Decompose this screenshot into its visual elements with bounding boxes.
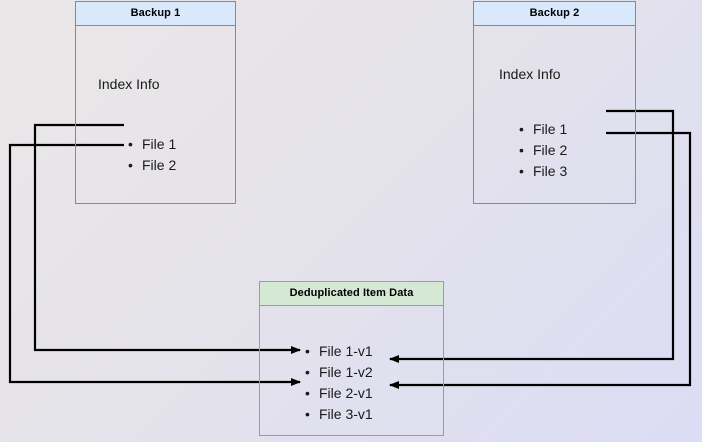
dedup-body: File 1-v1 File 1-v2 File 2-v1 File 3-v1 <box>260 306 443 435</box>
backup2-header: Backup 2 <box>474 2 635 26</box>
dedup-item-list: File 1-v1 File 1-v2 File 2-v1 File 3-v1 <box>305 341 373 425</box>
backup2-file-item[interactable]: File 1 <box>519 119 567 140</box>
backup2-index-label: Index Info <box>499 66 561 82</box>
backup1-node[interactable]: Backup 1 Index Info File 1 File 2 <box>75 1 236 204</box>
backup1-file-item[interactable]: File 1 <box>128 134 176 155</box>
dedup-header: Deduplicated Item Data <box>260 282 443 306</box>
backup1-file-item[interactable]: File 2 <box>128 155 176 176</box>
backup2-body: Index Info File 1 File 2 File 3 <box>474 26 635 203</box>
backup1-file-list: File 1 File 2 <box>128 134 176 176</box>
backup2-file-item[interactable]: File 2 <box>519 140 567 161</box>
backup1-index-label: Index Info <box>98 76 160 92</box>
dedup-item[interactable]: File 1-v2 <box>305 362 373 383</box>
dedup-item[interactable]: File 3-v1 <box>305 404 373 425</box>
backup2-node[interactable]: Backup 2 Index Info File 1 File 2 File 3 <box>473 1 636 204</box>
backup2-file-item[interactable]: File 3 <box>519 161 567 182</box>
backup1-body: Index Info File 1 File 2 <box>76 26 235 203</box>
dedup-item[interactable]: File 2-v1 <box>305 383 373 404</box>
backup1-header: Backup 1 <box>76 2 235 26</box>
dedup-item[interactable]: File 1-v1 <box>305 341 373 362</box>
backup2-file-list: File 1 File 2 File 3 <box>519 119 567 182</box>
dedup-node[interactable]: Deduplicated Item Data File 1-v1 File 1-… <box>259 281 444 436</box>
